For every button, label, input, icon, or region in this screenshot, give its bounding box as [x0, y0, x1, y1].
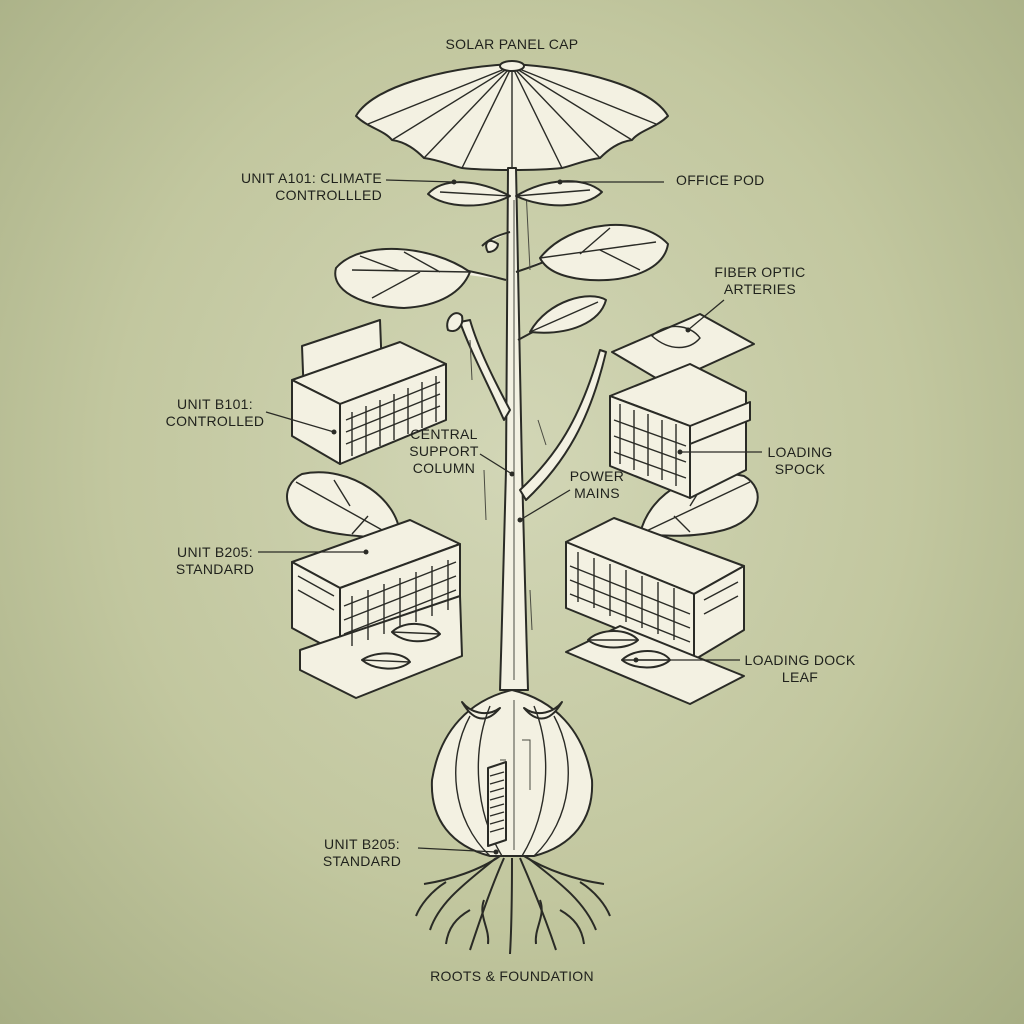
label-unit-b205-left: UNIT B205: STANDARD [164, 544, 266, 578]
leaves [286, 180, 759, 541]
label-office-pod: OFFICE POD [676, 172, 765, 188]
solar-panel-cap [355, 60, 669, 171]
label-loading-dock-leaf-line2: LEAF [781, 669, 819, 685]
label-unit-a101-line2: CONTROLLLED [275, 187, 382, 203]
label-unit-a101: UNIT A101: CLIMATE CONTROLLLED [210, 170, 382, 204]
label-roots-foundation: ROOTS & FOUNDATION [430, 968, 594, 984]
leader-lines [258, 179, 762, 855]
label-fiber-optic: FIBER OPTIC ARTERIES [700, 264, 820, 298]
label-power-mains-line1: POWER [569, 468, 625, 484]
label-loading-spock-line2: SPOCK [774, 461, 826, 477]
label-central-column-line1: CENTRAL [410, 426, 478, 442]
label-unit-b205-left-line2: STANDARD [175, 561, 255, 577]
central-stem [399, 167, 611, 691]
label-unit-b205-bulb-line2: STANDARD [322, 853, 402, 869]
loading-dock-box [565, 517, 745, 705]
roots [415, 855, 611, 955]
label-power-mains-line2: MAINS [574, 485, 620, 501]
label-solar-panel-cap: SOLAR PANEL CAP [445, 36, 579, 52]
label-loading-spock-line1: LOADING [767, 444, 833, 460]
label-central-column: CENTRAL SUPPORT COLUMN [404, 426, 484, 477]
label-loading-dock-leaf-line1: LOADING DOCK [744, 652, 856, 668]
label-unit-b205-bulb-line1: UNIT B205: [324, 836, 400, 852]
label-unit-b205-left-line1: UNIT B205: [177, 544, 253, 560]
label-unit-b205-bulb: UNIT B205: STANDARD [306, 836, 418, 870]
unit-b101-box [291, 319, 447, 465]
label-unit-b101: UNIT B101: CONTROLLED [160, 396, 270, 430]
label-fiber-optic-line1: FIBER OPTIC [714, 264, 806, 280]
label-central-column-line3: COLUMN [412, 460, 476, 476]
label-loading-dock-leaf: LOADING DOCK LEAF [740, 652, 860, 686]
label-loading-spock: LOADING SPOCK [764, 444, 836, 478]
label-power-mains: POWER MAINS [560, 468, 634, 502]
bulb [430, 689, 594, 857]
label-fiber-optic-line2: ARTERIES [723, 281, 797, 297]
label-unit-b101-line2: CONTROLLED [165, 413, 265, 429]
unit-b205-box [291, 519, 463, 699]
office-pod-box [609, 313, 755, 499]
label-central-column-line2: SUPPORT [409, 443, 479, 459]
label-unit-a101-line1: UNIT A101: CLIMATE [240, 170, 382, 186]
label-unit-b101-line1: UNIT B101: [177, 396, 253, 412]
